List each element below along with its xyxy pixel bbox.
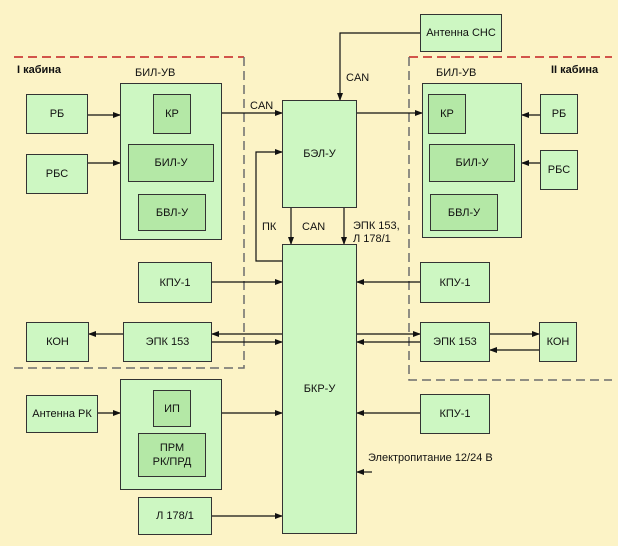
- rb-left-box: РБ: [26, 94, 88, 134]
- link-antenna-sns-bel: [337, 30, 427, 101]
- kpu1-right-top-box: КПУ-1: [420, 262, 490, 303]
- cabin-left-label: I кабина: [17, 64, 62, 76]
- bkr-u-box: БКР-У: [282, 244, 357, 534]
- cabin-right-label: II кабина: [551, 64, 599, 76]
- rb-right-box: РБ: [540, 94, 578, 134]
- rbs-right-box: РБС: [540, 150, 578, 190]
- bil-u-left-box: БИЛ-У: [128, 144, 214, 182]
- bel-u-box: БЭЛ-У: [282, 100, 357, 208]
- epk153-left-box: ЭПК 153: [123, 322, 212, 362]
- bil-u-right-box: БИЛ-У: [429, 144, 515, 182]
- kr-left-box: КР: [153, 94, 191, 134]
- can-mid-label: CAN: [302, 221, 326, 233]
- kpu1-left-box: КПУ-1: [138, 262, 212, 303]
- cabin-right-region: [408, 56, 612, 381]
- prm-box: ПРМ РК/ПРД: [138, 433, 206, 477]
- l178-box: Л 178/1: [138, 497, 212, 535]
- bil-uv-right-title: БИЛ-УВ: [436, 67, 477, 79]
- link-pk: [255, 149, 283, 262]
- can-top-label: CAN: [346, 72, 370, 84]
- can-left-label: CAN: [250, 100, 274, 112]
- epk153-right-box: ЭПК 153: [420, 322, 490, 362]
- ip-box: ИП: [153, 390, 191, 427]
- bvl-u-right-box: БВЛ-У: [430, 194, 498, 231]
- antenna-rk-box: Антенна РК: [26, 395, 98, 433]
- kr-right-box: КР: [428, 94, 466, 134]
- kon-left-box: КОН: [26, 322, 89, 362]
- antenna-sns-box: Антенна СНС: [420, 14, 502, 52]
- epk-l178-label: ЭПК 153, Л 178/1: [353, 220, 400, 245]
- kpu1-right-bottom-box: КПУ-1: [420, 394, 490, 434]
- pk-label: ПК: [262, 221, 277, 233]
- bil-uv-left-title: БИЛ-УВ: [135, 67, 176, 79]
- bvl-u-left-box: БВЛ-У: [138, 194, 206, 231]
- power-label: Электропитание 12/24 В: [368, 452, 493, 464]
- cabin-left-region: [14, 56, 245, 369]
- rbs-left-box: РБС: [26, 154, 88, 194]
- kon-right-box: КОН: [539, 322, 577, 362]
